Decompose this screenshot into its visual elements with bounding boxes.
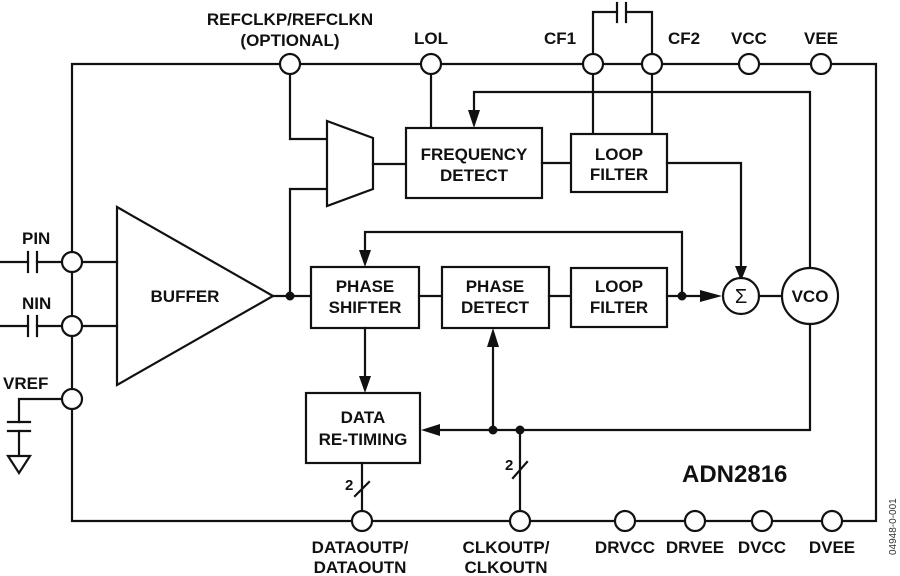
phase-shifter-block xyxy=(309,265,421,330)
loop-filter-1-block xyxy=(569,132,669,194)
loop-filter-1-label-2: FILTER xyxy=(590,165,648,184)
bus-slash-data xyxy=(353,480,371,498)
vco-label: VCO xyxy=(792,287,829,306)
label-vcc: VCC xyxy=(731,29,767,48)
pin-clkout xyxy=(508,509,532,533)
arrow-into-retiming xyxy=(421,424,440,436)
pin-vref xyxy=(60,387,84,411)
bus-slash-clock xyxy=(511,460,529,480)
pin-refclk xyxy=(278,52,302,76)
label-dataout: DATAOUTP/ xyxy=(312,538,409,557)
pin-drvee xyxy=(683,509,707,533)
mux xyxy=(325,119,375,208)
frequency-detect-label-2: DETECT xyxy=(440,166,509,185)
label-drvcc: DRVCC xyxy=(595,538,655,557)
data-retiming-label-1: DATA xyxy=(341,408,386,427)
bus-width-data: 2 xyxy=(345,477,353,494)
phase-shifter-label-1: PHASE xyxy=(336,277,395,296)
pin-lol xyxy=(419,52,443,76)
sigma-icon: Σ xyxy=(735,286,747,308)
label-nin: NIN xyxy=(22,294,51,313)
bus-width-clock: 2 xyxy=(505,457,513,474)
pin-cf2 xyxy=(640,52,664,76)
pin-vee xyxy=(809,52,833,76)
wire-vco-to-retiming xyxy=(438,322,812,432)
label-refclk: REFCLKP/REFCLKN xyxy=(207,10,373,29)
loop-filter-2-block xyxy=(569,266,669,329)
chip-outline xyxy=(70,62,878,523)
buffer-label: BUFFER xyxy=(151,287,220,306)
pin-dvcc xyxy=(750,509,774,533)
wire-phase-loop-feedback xyxy=(363,230,684,298)
phase-detect-label-1: PHASE xyxy=(466,277,525,296)
loop-filter-2-label-1: LOOP xyxy=(595,277,643,296)
pin-dataout xyxy=(350,509,374,533)
label-clkout: CLKOUTP/ xyxy=(463,538,550,557)
wire-loopfilter1-to-sum xyxy=(665,161,743,270)
junction-loopfilter2-out xyxy=(677,291,687,301)
label-clkout-n: CLKOUTN xyxy=(464,558,547,576)
label-lol: LOL xyxy=(414,29,448,48)
junction-buffer-out xyxy=(285,291,295,301)
wire-vco-feedback-freq xyxy=(472,90,812,270)
phase-shifter-label-2: SHIFTER xyxy=(329,298,402,317)
data-retiming-block xyxy=(304,391,422,465)
buffer-amplifier xyxy=(115,205,276,387)
pin-cf1 xyxy=(581,52,605,76)
vref-capacitor-ground xyxy=(5,397,74,476)
arrow-into-phase-detect xyxy=(487,328,499,347)
arrow-into-phase-shifter xyxy=(359,250,371,267)
label-vee: VEE xyxy=(804,29,838,48)
label-cf1: CF1 xyxy=(544,29,576,48)
loop-filter-1-label-1: LOOP xyxy=(595,145,643,164)
pin-drvcc xyxy=(613,509,637,533)
pin-pin xyxy=(60,250,84,274)
arrow-into-retiming-top xyxy=(359,376,371,393)
pin-input-wires xyxy=(0,250,119,338)
phase-detect-label-2: DETECT xyxy=(461,298,530,317)
wire-buffer-to-mux xyxy=(288,187,329,298)
frequency-detect-block xyxy=(404,126,544,200)
phase-detect-block xyxy=(440,265,551,330)
label-dataout-n: DATAOUTN xyxy=(314,558,407,576)
pin-vcc xyxy=(737,52,761,76)
label-dvee: DVEE xyxy=(809,538,855,557)
arrow-into-freq-detect xyxy=(468,110,480,128)
arrow-into-sum-left xyxy=(700,290,722,302)
loop-filter-2-label-2: FILTER xyxy=(590,298,648,317)
label-vref: VREF xyxy=(3,374,48,393)
pin-nin xyxy=(60,314,84,338)
arrow-into-sum-top xyxy=(735,266,747,281)
wire-refclk-to-mux xyxy=(288,62,329,141)
frequency-detect-label-1: FREQUENCY xyxy=(421,145,528,164)
figure-id: 04948-0-001 xyxy=(888,498,899,555)
label-pin: PIN xyxy=(22,229,50,248)
part-number: ADN2816 xyxy=(682,461,787,488)
label-dvcc: DVCC xyxy=(738,538,786,557)
label-drvee: DRVEE xyxy=(666,538,724,557)
label-cf2: CF2 xyxy=(668,29,700,48)
label-refclk-optional: (OPTIONAL) xyxy=(240,31,339,50)
data-retiming-label-2: RE-TIMING xyxy=(319,430,408,449)
external-capacitor-cf xyxy=(591,1,654,66)
pin-dvee xyxy=(820,509,844,533)
